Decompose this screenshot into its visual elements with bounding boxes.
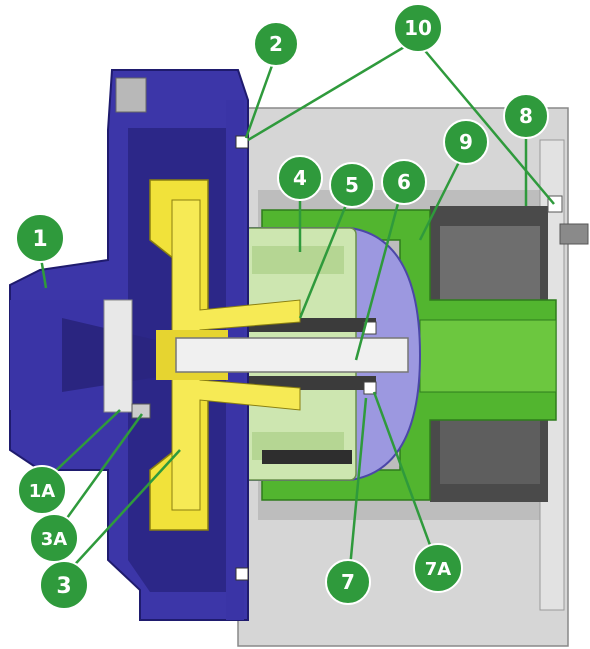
- inlet-wear-ring: [103, 299, 133, 413]
- leader-6: [354, 195, 402, 361]
- impeller-wear-ring: [131, 403, 151, 419]
- callout-10-label: 10: [404, 16, 432, 40]
- callout-2-label: 2: [269, 32, 283, 56]
- leader-lines: [38, 38, 555, 573]
- leader-3: [67, 449, 181, 573]
- leader-5: [298, 199, 350, 319]
- callout-7-label: 7: [341, 570, 355, 594]
- callout-7A: 7A: [413, 543, 463, 593]
- shaft: [175, 337, 409, 373]
- callout-3A-label: 3A: [41, 529, 68, 550]
- callout-8-label: 8: [519, 104, 533, 128]
- motor-body-highlight: [440, 226, 540, 310]
- leader-7: [348, 397, 368, 569]
- drive-magnet-inner: [252, 246, 344, 274]
- callout-4-label: 4: [293, 166, 307, 190]
- callout-10: 10: [393, 3, 443, 53]
- casing-o-ring-top: [235, 135, 249, 149]
- magnet-dark-block: [262, 450, 352, 464]
- callout-3: 3: [39, 560, 89, 610]
- callout-7: 7: [325, 559, 371, 605]
- leader-2: [244, 59, 276, 139]
- callout-5: 5: [329, 162, 375, 208]
- thrust-ring: [363, 381, 377, 395]
- leader-3A: [60, 413, 144, 526]
- leader-10b: [415, 39, 555, 205]
- casing-top-fitting: [115, 77, 147, 113]
- callout-1A-label: 1A: [29, 481, 56, 502]
- callout-6: 6: [381, 159, 427, 205]
- callout-2: 2: [253, 21, 299, 67]
- callout-1A: 1A: [17, 465, 67, 515]
- callout-9-label: 9: [459, 130, 473, 154]
- callout-1: 1: [15, 213, 65, 263]
- leader-1A: [47, 409, 121, 479]
- callout-1-label: 1: [32, 227, 47, 252]
- callout-7A-label: 7A: [425, 559, 452, 580]
- callout-8: 8: [503, 93, 549, 139]
- motor-shaft-coupling: [419, 319, 557, 393]
- callout-5-label: 5: [345, 173, 359, 197]
- leader-7A: [372, 391, 436, 557]
- callout-3A: 3A: [29, 513, 79, 563]
- callout-3-label: 3: [56, 574, 71, 599]
- leader-10a: [247, 38, 417, 142]
- callout-badges: 1 1A 2 3 3A 4 5 6: [15, 3, 549, 610]
- callout-4: 4: [277, 155, 323, 201]
- leader-9: [418, 155, 464, 241]
- callout-9: 9: [443, 119, 489, 165]
- callout-6-label: 6: [397, 170, 411, 194]
- casing-o-ring-bottom: [235, 567, 249, 581]
- bolt: [559, 223, 589, 245]
